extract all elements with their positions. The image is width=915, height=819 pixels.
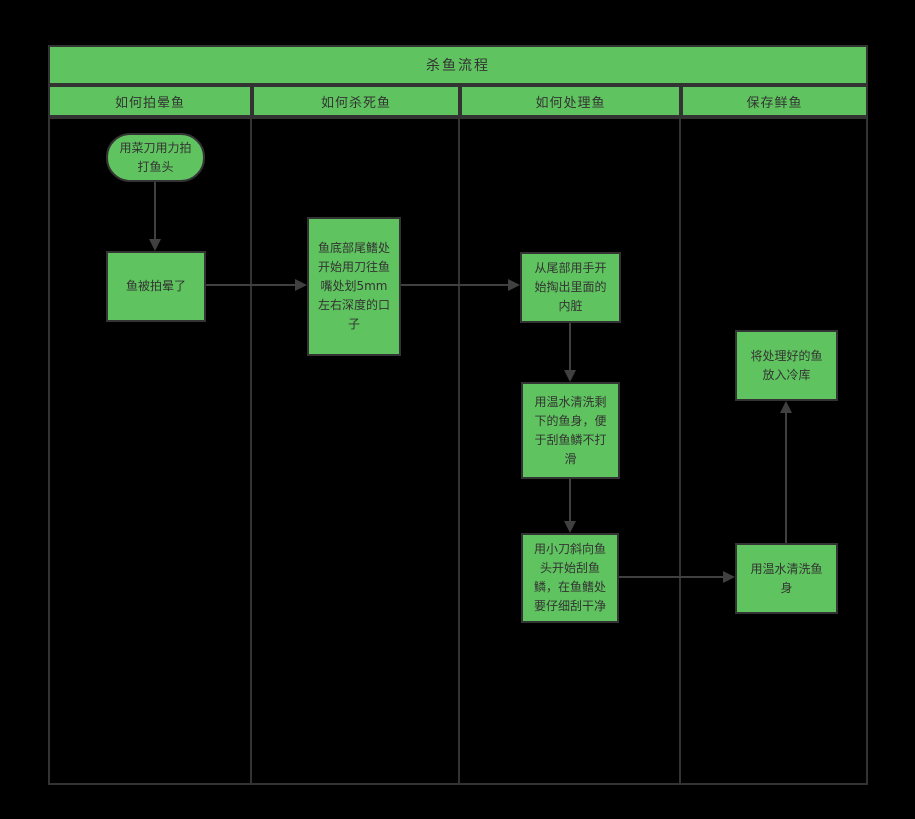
arrowhead-down-icon <box>564 370 576 382</box>
lane-header-preserve: 保存鲜鱼 <box>681 85 868 117</box>
arrowhead-up-icon <box>780 401 792 413</box>
arrowhead-right-icon <box>723 571 735 583</box>
node-scrape-scales: 用小刀斜向鱼头开始刮鱼鳞，在鱼鳍处要仔细刮干净 <box>521 533 619 623</box>
node-gut-removal: 从尾部用手开始掏出里面的内脏 <box>520 252 621 323</box>
arrowhead-down-icon <box>564 521 576 533</box>
arrowhead-right-icon <box>295 279 307 291</box>
lane-divider-1 <box>250 117 252 785</box>
lane-header-stun: 如何拍晕鱼 <box>48 85 252 117</box>
node-stun-result: 鱼被拍晕了 <box>106 251 206 322</box>
arrow-finalwash-to-storage-line <box>785 413 787 543</box>
node-cold-storage: 将处理好的鱼放入冷库 <box>735 330 838 401</box>
node-stun-start: 用菜刀用力拍打鱼头 <box>106 133 205 182</box>
node-kill-cut: 鱼底部尾鳍处开始用刀往鱼嘴处划5mm左右深度的口子 <box>307 217 401 356</box>
arrow-wash-to-scrape-line <box>569 479 571 521</box>
lane-header-process: 如何处理鱼 <box>460 85 681 117</box>
arrowhead-down-icon <box>149 239 161 251</box>
arrow-cut-to-gut-line <box>401 284 508 286</box>
diagram-title: 杀鱼流程 <box>48 45 868 85</box>
node-final-wash: 用温水清洗鱼身 <box>735 543 838 614</box>
arrowhead-right-icon <box>508 279 520 291</box>
arrow-stun-to-result-line <box>154 182 156 239</box>
lane-divider-3 <box>679 117 681 785</box>
lane-header-kill: 如何杀死鱼 <box>252 85 460 117</box>
arrow-result-to-cut-line <box>206 284 295 286</box>
arrow-scrape-to-finalwash-line <box>619 576 723 578</box>
lane-divider-2 <box>458 117 460 785</box>
arrow-gut-to-wash-line <box>569 323 571 370</box>
node-warm-wash-body: 用温水清洗剩下的鱼身，便于刮鱼鳞不打滑 <box>521 382 620 479</box>
